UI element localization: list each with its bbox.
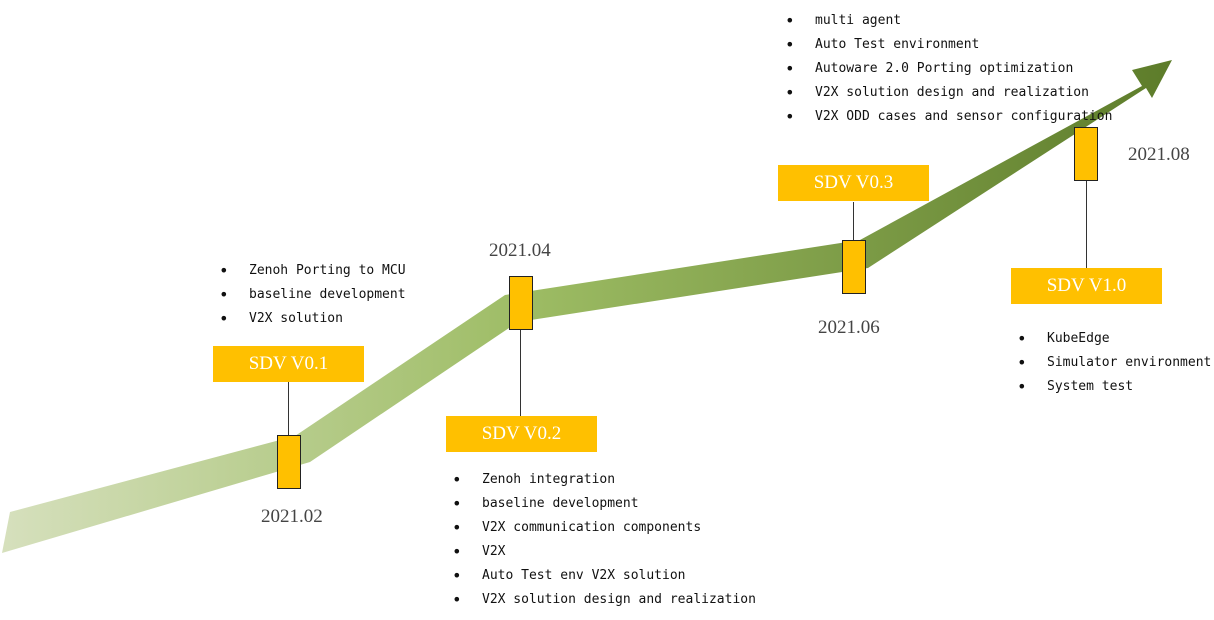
arrow-body [2, 60, 1172, 553]
feature-item: V2X ODD cases and sensor configuration [785, 105, 1112, 129]
feature-list: KubeEdgeSimulator environmentSystem test [1017, 327, 1211, 399]
connector-line [853, 202, 854, 240]
feature-item: Zenoh Porting to MCU [219, 259, 406, 283]
feature-item: Simulator environment [1017, 351, 1211, 375]
milestone-date: 2021.08 [1128, 144, 1190, 165]
milestone-marker [1074, 127, 1098, 181]
feature-item: Auto Test env V2X solution [452, 564, 756, 588]
feature-list: Zenoh integrationbaseline developmentV2X… [452, 468, 756, 612]
version-label: SDV V0.3 [778, 165, 929, 201]
feature-item: baseline development [219, 283, 406, 307]
milestone-date: 2021.04 [489, 240, 551, 261]
feature-item: baseline development [452, 492, 756, 516]
feature-item: KubeEdge [1017, 327, 1211, 351]
milestone-marker [842, 240, 866, 294]
feature-item: V2X solution design and realization [452, 588, 756, 612]
version-label: SDV V0.2 [446, 416, 597, 452]
feature-list: Zenoh Porting to MCUbaseline development… [219, 259, 406, 331]
milestone-date: 2021.02 [261, 506, 323, 527]
connector-line [288, 381, 289, 435]
milestone-date: 2021.06 [818, 317, 880, 338]
version-label: SDV V1.0 [1011, 268, 1162, 304]
feature-list: multi agentAuto Test environmentAutoware… [785, 9, 1112, 129]
connector-line [1086, 181, 1087, 269]
feature-item: Autoware 2.0 Porting optimization [785, 57, 1112, 81]
feature-item: multi agent [785, 9, 1112, 33]
milestone-marker [277, 435, 301, 489]
feature-item: V2X solution [219, 307, 406, 331]
connector-line [520, 330, 521, 416]
feature-item: V2X [452, 540, 756, 564]
version-label: SDV V0.1 [213, 346, 364, 382]
feature-item: System test [1017, 375, 1211, 399]
milestone-marker [509, 276, 533, 330]
feature-item: V2X solution design and realization [785, 81, 1112, 105]
feature-item: Zenoh integration [452, 468, 756, 492]
feature-item: V2X communication components [452, 516, 756, 540]
feature-item: Auto Test environment [785, 33, 1112, 57]
